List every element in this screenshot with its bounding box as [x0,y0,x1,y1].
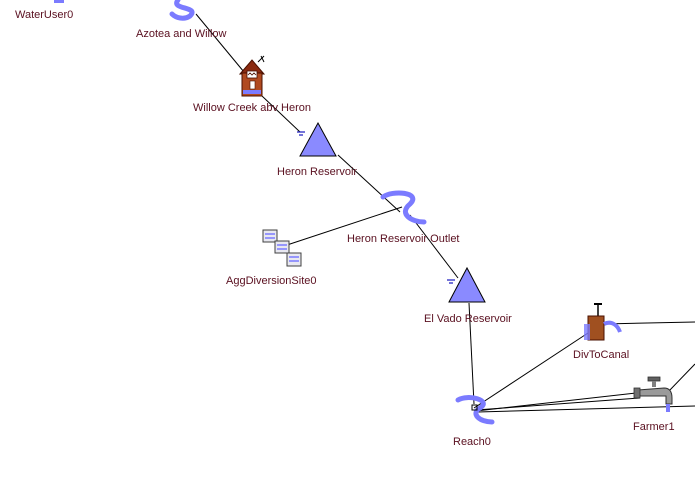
reach-icon[interactable] [169,0,195,21]
node-label-wateruser0: WaterUser0 [15,9,74,21]
faucet-icon[interactable] [633,376,673,412]
node-label-azotea: Azotea and Willow [136,28,227,40]
reach-icon[interactable] [455,395,495,425]
node-label-willow-creek: Willow Creek abv Heron [193,102,311,114]
link-reach0-divcanal [473,332,589,409]
link-heron-outlet [337,154,401,213]
link-reach0-east [477,405,695,413]
aggregate-diversion-icon[interactable] [262,229,302,267]
reach-icon[interactable] [380,190,427,225]
reservoir-icon[interactable] [297,121,337,157]
node-label-farmer1: Farmer1 [633,421,675,433]
link-willow-heron [261,95,301,133]
node-label-div-canal: DivToCanal [573,349,630,361]
node-label-agg-div: AggDiversionSite0 [226,275,317,287]
link-agg-outlet [286,206,403,246]
links [195,13,695,413]
water-user-icon[interactable] [54,0,64,3]
link-reach0-farmer1b [475,391,646,412]
reservoir-icon[interactable] [447,266,486,303]
node-label-el-vado: El Vado Reservoir [424,313,512,325]
stream-gage-icon[interactable] [238,55,266,97]
node-label-reach0: Reach0 [453,436,491,448]
link-divcanal-east [602,321,695,325]
diversion-icon[interactable] [584,303,622,341]
link-azotea-willow [195,13,245,73]
node-label-heron-res: Heron Reservoir [277,166,358,178]
link-elvado-reach0 [468,302,475,405]
link-outlet-elvado [409,214,459,279]
link-farmer1-east [667,363,695,393]
node-label-heron-outlet: Heron Reservoir Outlet [347,233,460,245]
